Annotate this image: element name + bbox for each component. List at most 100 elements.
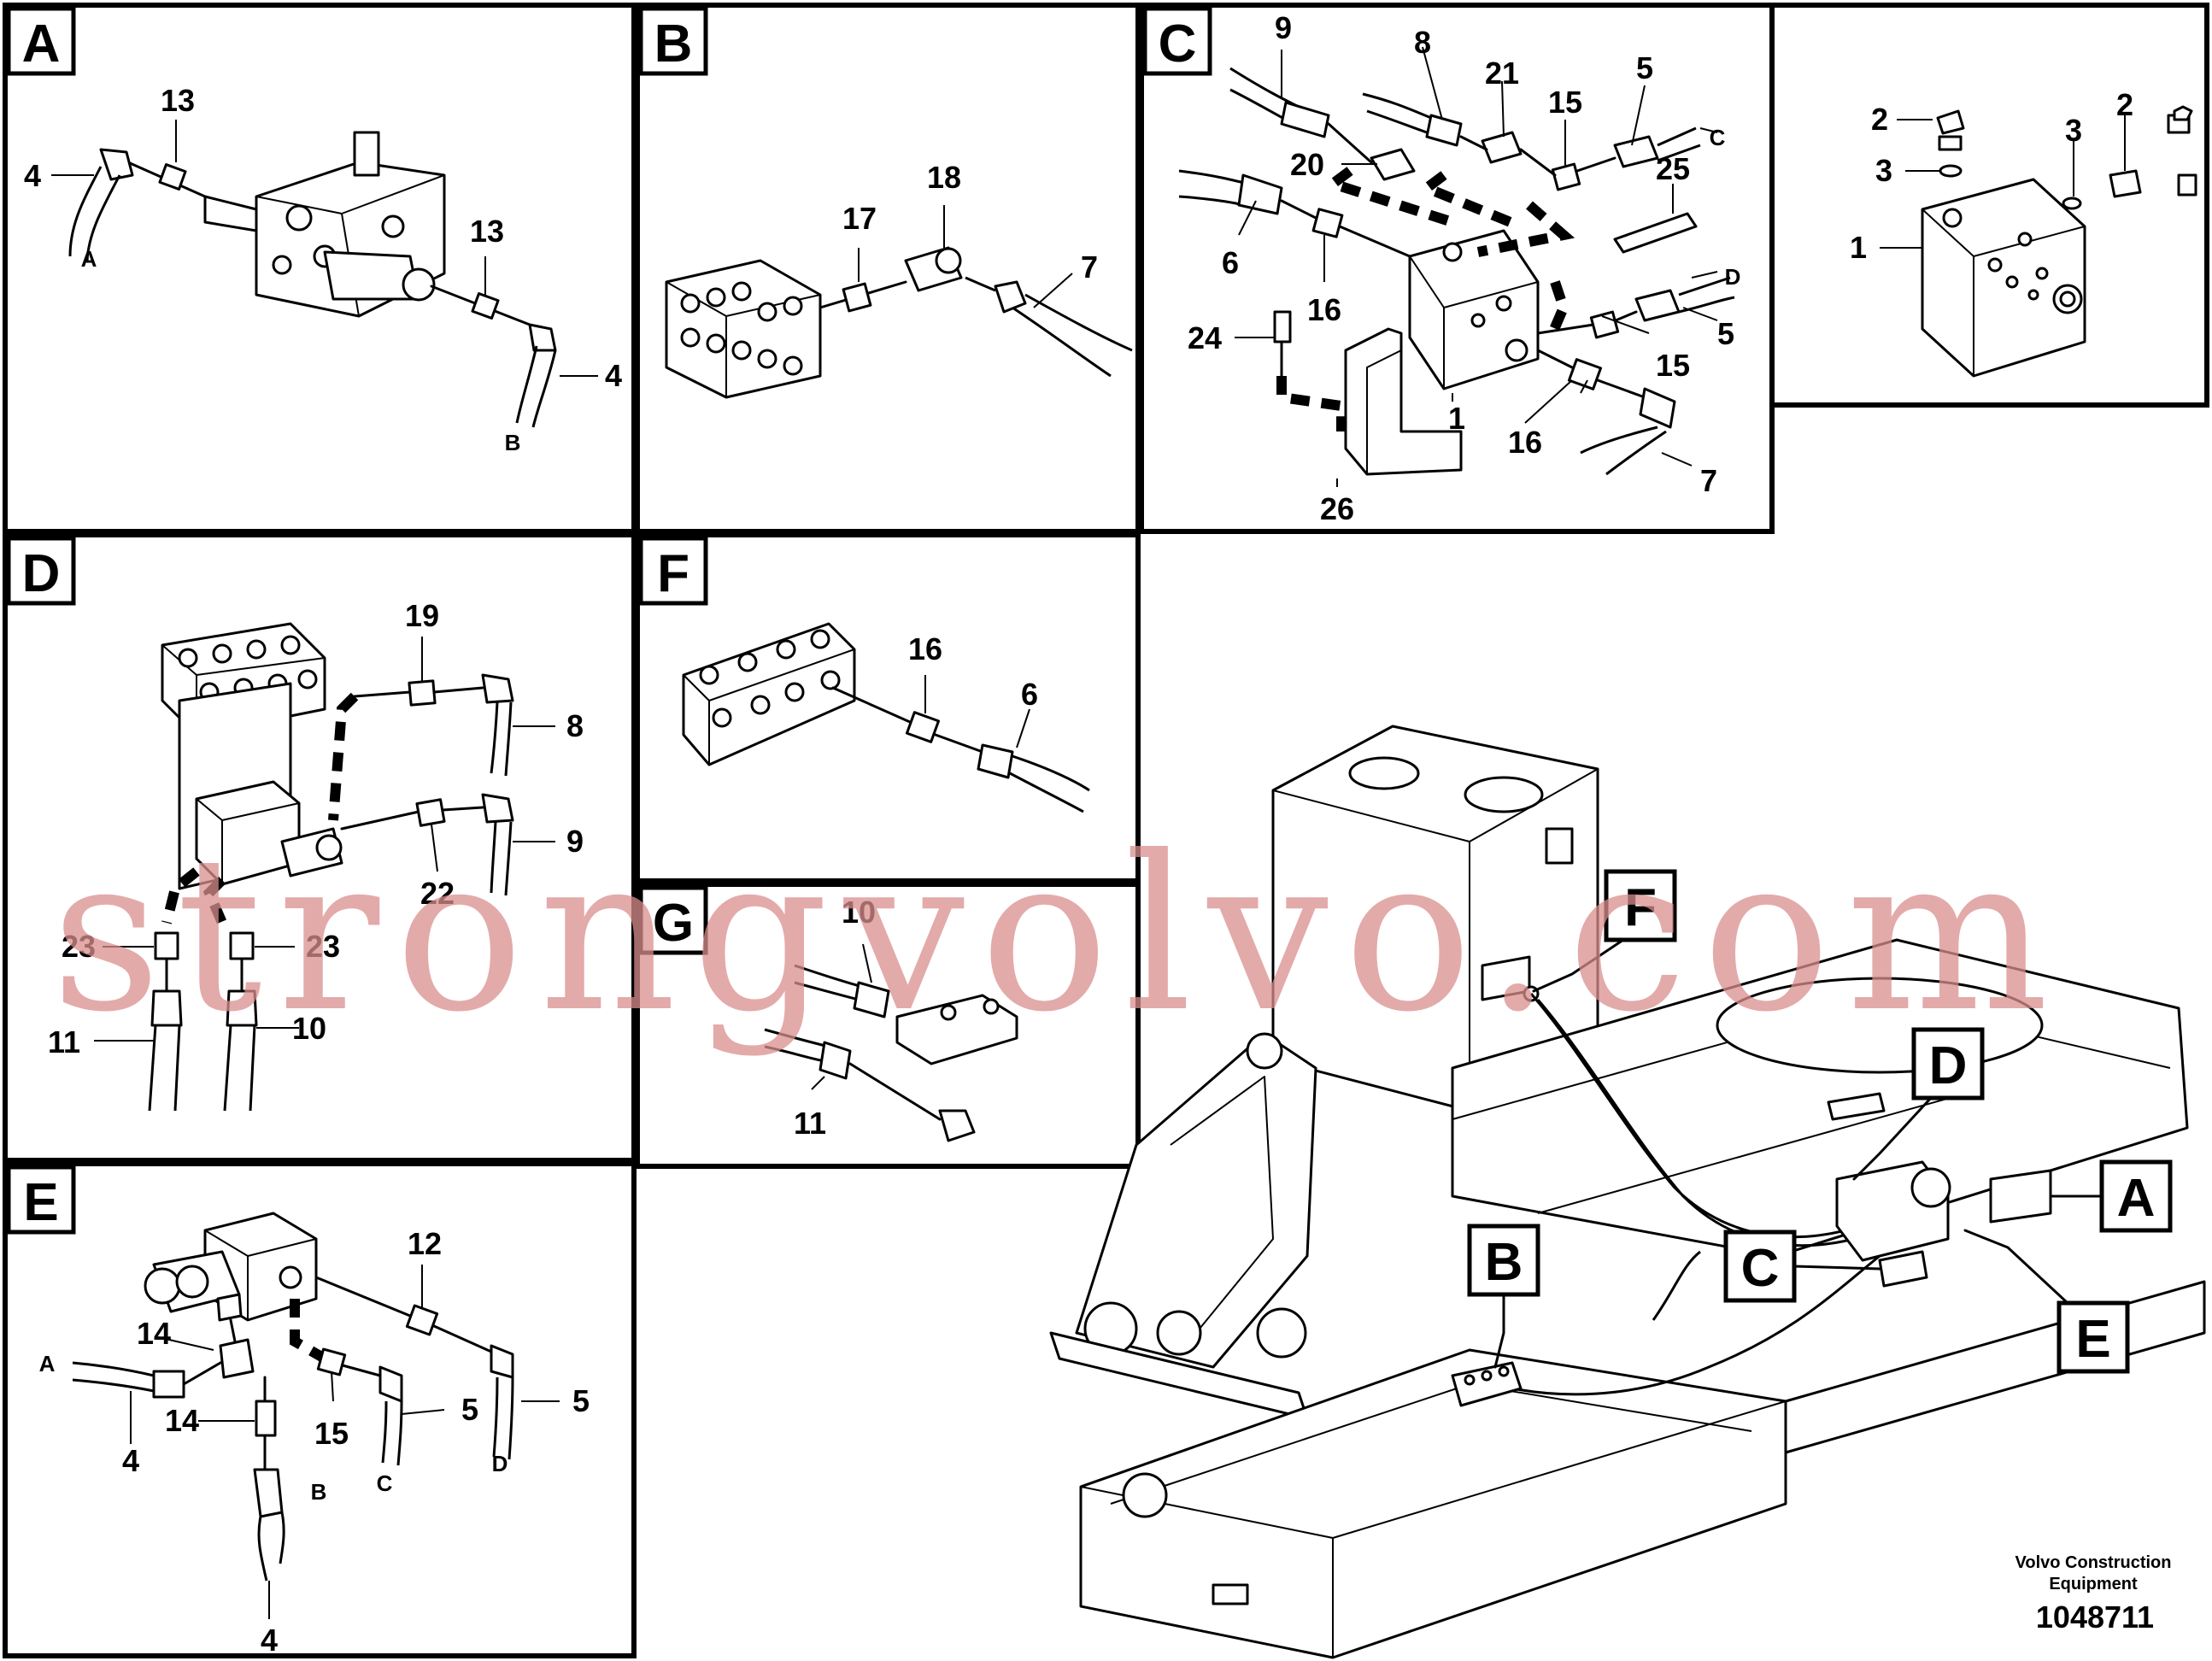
overview-tag-f-letter: F <box>1624 878 1657 937</box>
panel-b-tag: B <box>638 6 708 76</box>
panel-g-letter: G <box>653 894 694 953</box>
panel-c-extra-callout-1: 1 <box>1850 230 1867 265</box>
panel-c-callout-5-right: 5 <box>1717 316 1734 351</box>
panel-c-callout-24: 24 <box>1188 320 1222 355</box>
panel-e-end-b: B <box>311 1479 327 1505</box>
panel-e-callout-15: 15 <box>314 1416 349 1451</box>
panel-b-callout-7: 7 <box>1081 249 1098 285</box>
panel-e-callout-5-middle: 5 <box>461 1392 478 1427</box>
panel-d-letter: D <box>22 544 61 603</box>
panel-a-frame <box>3 3 637 534</box>
panel-c-callout-6: 6 <box>1222 245 1239 280</box>
panel-e-callout-4-left: 4 <box>122 1443 139 1478</box>
panel-g-frame <box>635 882 1141 1169</box>
brand-line-2: Equipment <box>2049 1575 2138 1594</box>
panel-c-end-c: C <box>1710 125 1726 150</box>
panel-a-callout-13-right: 13 <box>470 214 504 249</box>
panel-b-callout-17: 17 <box>842 201 877 236</box>
panel-a-callout-13-top: 13 <box>161 83 195 118</box>
panel-f-frame <box>635 532 1141 883</box>
panel-d-callout-10: 10 <box>292 1011 326 1046</box>
panel-a-end-b: B <box>505 430 521 455</box>
panel-a-drawing <box>51 120 598 428</box>
panel-c-extra-callout-2-left: 2 <box>1871 102 1888 137</box>
panel-b-callout-18: 18 <box>927 160 961 195</box>
panel-b-frame <box>635 3 1141 534</box>
panel-e-frame <box>3 1161 637 1658</box>
panel-d-frame <box>3 532 637 1163</box>
panel-b-letter: B <box>654 15 693 73</box>
document-number: 1048711 <box>2036 1599 2154 1635</box>
panel-c-callout-9: 9 <box>1275 10 1292 45</box>
brand-line-1: Volvo Construction <box>2015 1553 2172 1572</box>
panel-d-callout-23-right: 23 <box>306 929 340 964</box>
panel-c-extra-callout-2-right: 2 <box>2116 87 2133 122</box>
panel-c-callout-21: 21 <box>1485 56 1519 91</box>
panel-f-callout-6: 6 <box>1021 677 1038 712</box>
panel-e-end-d: D <box>492 1451 508 1476</box>
panel-a-letter: A <box>22 15 61 73</box>
panel-d-tag: D <box>6 536 76 606</box>
overview-tag-e: E <box>1963 1229 2130 1374</box>
panel-e-end-a: A <box>39 1351 56 1376</box>
panel-g-callout-10: 10 <box>842 895 876 930</box>
panel-f-drawing <box>682 622 1090 813</box>
overview-tag-b-letter: B <box>1485 1233 1523 1292</box>
panel-d-callout-23-left: 23 <box>62 929 96 964</box>
panel-c-tag: C <box>1142 6 1212 76</box>
panel-c-callout-20: 20 <box>1290 147 1324 182</box>
overview-tag-a-letter: A <box>2117 1169 2156 1228</box>
overview-tag-e-letter: E <box>2075 1310 2110 1369</box>
panel-e-callout-4-bottom: 4 <box>261 1623 278 1658</box>
panel-d-callout-9: 9 <box>566 824 584 859</box>
overview-tag-f: F <box>1532 869 1677 993</box>
panel-e-callout-5-right: 5 <box>572 1383 590 1418</box>
panel-a-callout-4-left: 4 <box>24 158 41 193</box>
panel-f-callout-16: 16 <box>908 631 942 666</box>
panel-a-tag: A <box>6 6 76 76</box>
panel-c-callout-7: 7 <box>1700 463 1717 498</box>
panel-e-callout-12: 12 <box>408 1226 442 1261</box>
panel-c-callout-1: 1 <box>1448 401 1465 436</box>
panel-c-drawing <box>1178 46 1735 487</box>
panel-f-letter: F <box>657 544 689 603</box>
panel-d-callout-22: 22 <box>420 876 455 911</box>
panel-c-callout-16-right: 16 <box>1508 425 1542 460</box>
overview-tag-a: A <box>2049 1159 2173 1233</box>
panel-g-callout-11: 11 <box>794 1106 826 1141</box>
panel-c-extra-frame <box>1769 3 2209 408</box>
panel-c-callout-15-right: 15 <box>1656 348 1690 383</box>
panel-e-callout-14-top: 14 <box>137 1316 171 1351</box>
panel-c-callout-8: 8 <box>1414 25 1431 60</box>
panel-e-tag: E <box>6 1165 76 1235</box>
panel-e-end-c: C <box>377 1470 393 1496</box>
panel-g-drawing <box>764 943 1018 1142</box>
watermark-text: strongvolvo.com <box>51 810 2064 1059</box>
panel-e-drawing <box>72 1212 560 1619</box>
panel-c-extra-callout-3-right: 3 <box>2065 113 2082 148</box>
panel-a-callout-4-right: 4 <box>605 358 622 393</box>
panel-c-callout-16-left: 16 <box>1307 292 1341 327</box>
panel-f-tag: F <box>638 536 708 606</box>
panel-c-callout-26: 26 <box>1320 491 1354 526</box>
overview-tag-d-letter: D <box>1929 1036 1968 1095</box>
overview-tag-c-letter: C <box>1741 1239 1780 1298</box>
panel-c-end-d: D <box>1725 264 1741 290</box>
panel-c-extra-callout-3-left: 3 <box>1875 153 1892 188</box>
panel-c-callout-5-top: 5 <box>1636 50 1653 85</box>
panel-e-callout-14-bottom: 14 <box>165 1403 199 1438</box>
panel-d-drawing <box>94 622 555 1112</box>
overview-tag-c: C <box>1723 1230 1881 1303</box>
panel-g-tag: G <box>638 885 708 955</box>
panel-a-end-a: A <box>81 246 97 272</box>
panel-d-callout-19: 19 <box>405 598 439 633</box>
panel-c-letter: C <box>1159 15 1197 73</box>
panel-b-drawing <box>665 205 1133 399</box>
overview-tag-b: B <box>1467 1224 1540 1369</box>
panel-d-callout-11: 11 <box>48 1024 80 1059</box>
panel-d-callout-8: 8 <box>566 708 584 743</box>
panel-c-extra-drawing <box>1880 105 2197 378</box>
overview-tag-d: D <box>1852 1027 1985 1181</box>
panel-e-letter: E <box>23 1173 58 1232</box>
